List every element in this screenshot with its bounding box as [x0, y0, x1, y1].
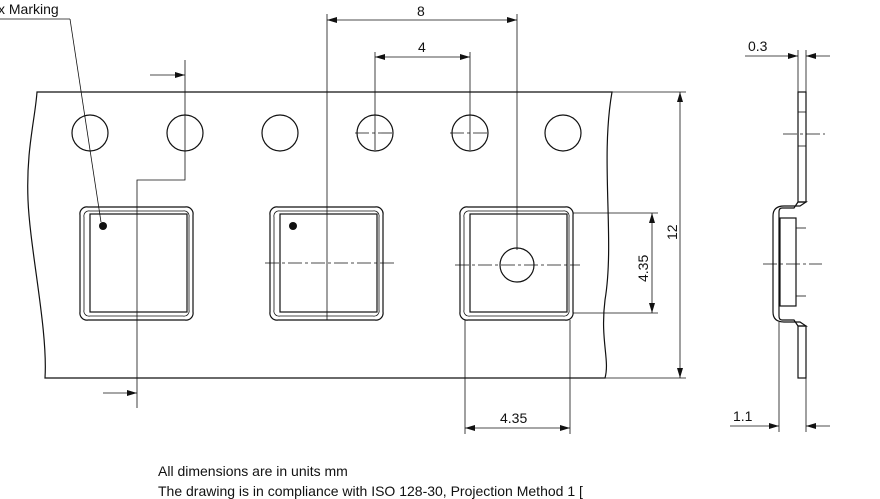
units-note: All dimensions are in units mm [158, 463, 348, 479]
compliance-note: The drawing is in compliance with ISO 12… [158, 483, 583, 499]
dim-pocket-width: 4.35 [500, 410, 527, 426]
dim-tape-width: 12 [664, 224, 680, 240]
sprocket-holes [71, 114, 582, 152]
dim-hole-pitch: 4 [418, 39, 426, 55]
side-view [763, 91, 825, 379]
pocket-3 [459, 206, 574, 321]
dim-pocket-depth: 1.1 [733, 408, 753, 424]
pocket-2 [269, 206, 384, 321]
dim-pitch: 8 [417, 3, 425, 19]
dim-tape-thickness: 0.3 [748, 38, 768, 54]
dim-pocket-height: 4.35 [635, 255, 651, 282]
pocket-1 [79, 206, 194, 321]
index-marking-label: x Marking [0, 1, 59, 17]
tape-outline [27, 91, 613, 379]
